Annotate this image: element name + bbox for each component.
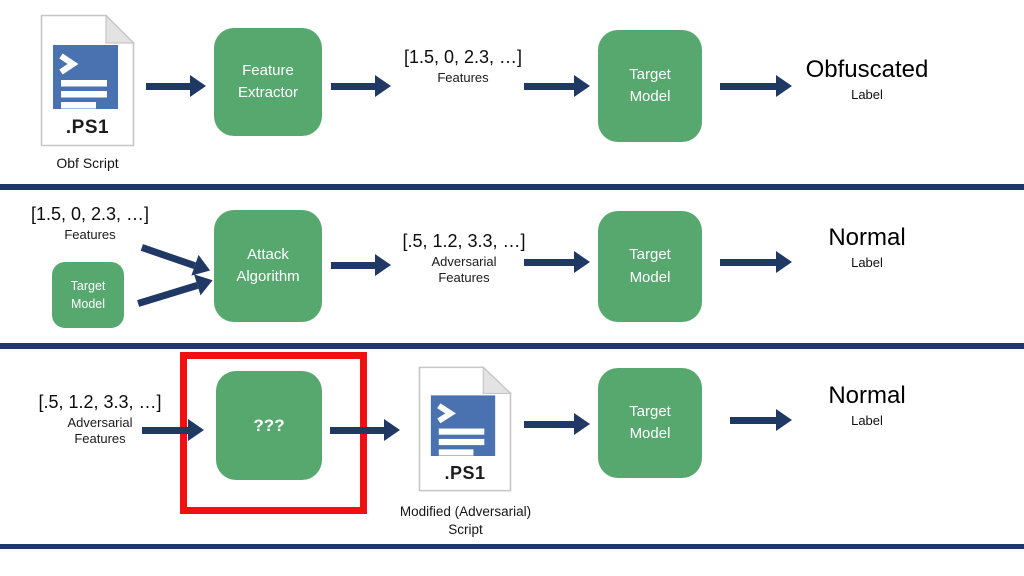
modified-script-caption-line1: Modified (Adversarial) — [399, 504, 532, 519]
ps1-file-icon: .PS1 — [40, 14, 135, 147]
bottom-divider — [0, 544, 1024, 549]
file-extension-label: .PS1 — [444, 463, 486, 483]
file-extension-label: .PS1 — [65, 117, 110, 138]
target-model-label-line1: Target — [70, 278, 106, 293]
feature-extractor-box: Feature Extractor — [214, 28, 322, 136]
attack-algorithm-label-line2: Algorithm — [236, 268, 300, 285]
flow-arrow — [331, 75, 391, 97]
result-caption: Label — [851, 87, 883, 102]
target-model-label-line2: Model — [629, 88, 671, 105]
features-vector: [1.5, 0, 2.3, …] Features — [20, 204, 160, 243]
flow-arrow — [524, 413, 590, 435]
flow-arrow — [330, 419, 400, 441]
flow-arrow — [730, 409, 792, 431]
row-divider — [0, 184, 1024, 190]
modified-script-caption-line2: Script — [448, 521, 483, 537]
adversarial-caption-line1: Adversarial — [67, 415, 133, 430]
flow-arrow — [720, 251, 792, 273]
result-label: Normal — [828, 224, 906, 251]
features-value: [1.5, 0, 2.3, …] — [403, 47, 523, 67]
result-label: Normal — [828, 382, 906, 409]
flow-arrow — [142, 419, 204, 441]
adversarial-value: [.5, 1.2, 3.3, …] — [402, 231, 526, 251]
ps1-file-icon: .PS1 — [418, 366, 512, 492]
target-model-label-line1: Target — [629, 65, 671, 83]
feature-extractor-label-line1: Feature — [242, 61, 294, 79]
features-vector: [1.5, 0, 2.3, …] Features — [393, 47, 533, 86]
result-caption: Label — [851, 413, 883, 428]
target-model-label-line2: Model — [70, 297, 106, 311]
adversarial-features-vector: [.5, 1.2, 3.3, …] Adversarial Features — [25, 392, 175, 448]
unknown-step-box: ??? — [216, 371, 322, 480]
features-value: [1.5, 0, 2.3, …] — [30, 204, 150, 224]
target-model-label-line1: Target — [629, 246, 671, 263]
flow-arrow — [524, 75, 590, 97]
target-model-label-line1: Target — [629, 402, 671, 420]
target-model-box: Target Model — [598, 368, 702, 478]
modified-script-caption: Modified (Adversarial) Script — [378, 503, 553, 538]
features-caption: Features — [437, 70, 489, 85]
attack-algorithm-box: Attack Algorithm — [214, 210, 322, 322]
flow-arrow-diagonal — [135, 269, 216, 314]
file-page-icon — [40, 14, 135, 147]
target-model-label-line2: Model — [629, 268, 671, 286]
target-model-box: Target Model — [598, 211, 702, 322]
adversarial-caption-line1: Adversarial — [431, 254, 497, 269]
obf-script-caption: Obf Script — [56, 155, 119, 171]
target-model-input-box: Target Model — [52, 262, 124, 328]
flow-arrow — [146, 75, 206, 97]
flow-arrow — [331, 254, 391, 276]
flow-arrow — [524, 251, 590, 273]
adversarial-caption-line2: Features — [438, 270, 490, 286]
classification-result: Normal Label — [792, 382, 942, 428]
unknown-step-label: ??? — [253, 415, 285, 435]
row-divider — [0, 343, 1024, 349]
classification-result: Normal Label — [792, 224, 942, 270]
features-caption: Features — [64, 227, 116, 242]
result-caption: Label — [851, 255, 883, 270]
adversarial-value: [.5, 1.2, 3.3, …] — [38, 392, 162, 412]
classification-result: Obfuscated Label — [792, 56, 942, 102]
feature-extractor-label-line2: Extractor — [237, 84, 298, 101]
attack-algorithm-label-line1: Attack — [247, 245, 289, 263]
target-model-label-line2: Model — [629, 425, 671, 442]
result-label: Obfuscated — [805, 56, 929, 83]
flow-arrow — [720, 75, 792, 97]
file-page-icon — [418, 366, 512, 492]
adversarial-caption-line2: Features — [74, 431, 126, 447]
target-model-box: Target Model — [598, 30, 702, 142]
adversarial-features-vector: [.5, 1.2, 3.3, …] Adversarial Features — [394, 231, 534, 287]
